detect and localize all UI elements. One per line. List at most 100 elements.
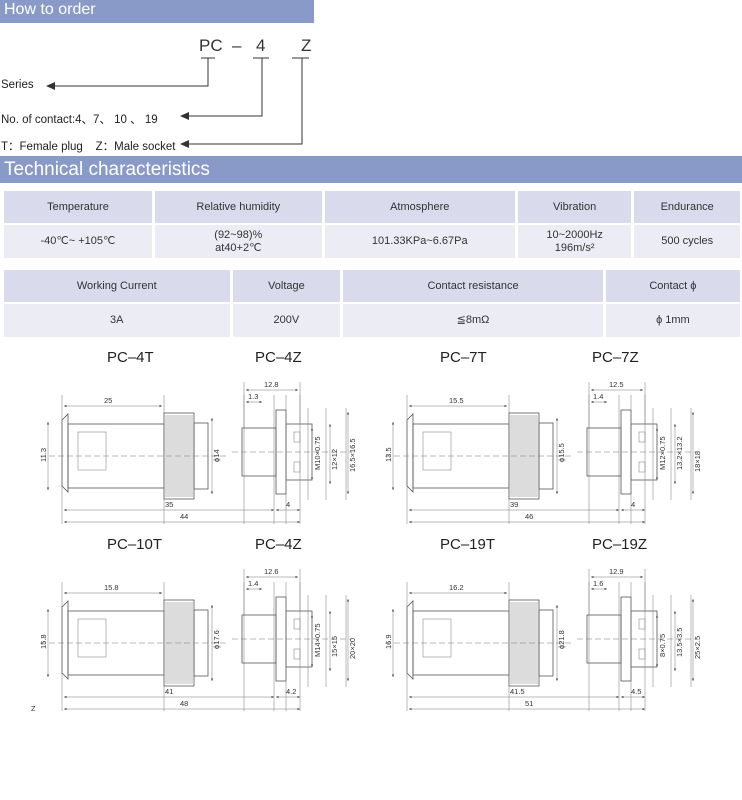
dim-height: 16.9: [384, 634, 393, 649]
temperature-value: -40℃~ +105℃: [4, 223, 155, 258]
endurance-value: 500 cycles: [632, 223, 740, 258]
dim-square-inner: 13.2×13.2: [675, 436, 684, 470]
female-plug-outline: [40, 412, 226, 500]
header-endurance: Endurance: [632, 191, 740, 224]
header-atmosphere: Atmosphere: [323, 191, 518, 224]
drawing-title-male: PC–4Z: [255, 536, 302, 553]
header-contact-resistance: Contact resistance: [341, 270, 606, 303]
drawing-title-male: PC–4Z: [255, 349, 302, 366]
contact-diameter-value: ϕ 1mm: [604, 302, 740, 337]
how-to-order-title: How to order: [4, 1, 96, 18]
table-header-row: Working Current Voltage Contact resistan…: [4, 270, 740, 303]
drawing-title-male: PC–7Z: [592, 349, 639, 366]
dim-flange: 1.4: [593, 392, 603, 401]
dim-socket-length: 12.9: [609, 567, 624, 576]
dim-square-outer: 20×20: [348, 638, 357, 659]
dim-flange: 1.3: [248, 392, 258, 401]
code-series: PC: [199, 36, 223, 55]
dim-overall: 48: [180, 699, 188, 708]
table-header-row: Temperature Relative humidity Atmosphere…: [4, 191, 740, 224]
header-working-current: Working Current: [4, 270, 233, 303]
technical-banner: Technical characteristics: [0, 156, 742, 183]
dim-total-plug: 39: [510, 500, 518, 509]
drawing-pc10: PC–10T PC–4Z 15.8 12.6 1.4 15.8 ϕ17.6 M14×0.75 1…: [39, 536, 357, 711]
voltage-value: 200V: [231, 302, 344, 337]
plug-socket-label: T：Female plug Z：Male socket: [1, 141, 176, 153]
table-row: 3A 200V ≦8mΩ ϕ 1mm: [4, 302, 740, 337]
dim-socket-gap: 4.5: [631, 687, 641, 696]
series-label: Series: [1, 79, 34, 91]
dim-square-inner: 15×15: [330, 636, 339, 657]
dim-overall: 44: [180, 512, 188, 521]
dim-socket-gap: 4: [631, 500, 635, 509]
dim-length-body: 25: [104, 396, 112, 405]
female-plug-outline: [385, 599, 571, 687]
female-plug-outline: [385, 412, 571, 500]
dim-square-inner: 13.5×3.5: [675, 628, 684, 657]
header-humidity: Relative humidity: [153, 191, 325, 224]
dim-square-inner: 12×12: [330, 449, 339, 470]
drawing-pc7: PC–7T PC–7Z 15.5 12.5 1.4 13.5 ϕ15.5 M12×0.75 13…: [384, 349, 702, 524]
dim-length-body: 15.8: [104, 583, 119, 592]
table-row: -40℃~ +105℃ (92~98)%at40+2℃ 101.33KPa~6.…: [4, 223, 740, 258]
atmosphere-value: 101.33KPa~6.67Pa: [323, 223, 518, 258]
dim-height: 11.3: [39, 448, 48, 462]
vibration-frequency: 10~2000Hz: [546, 228, 603, 241]
dim-total-plug: 41.5: [510, 687, 525, 696]
header-temperature: Temperature: [4, 191, 155, 224]
humidity-value: (92~98)%at40+2℃: [153, 223, 325, 258]
dim-diameter: ϕ21.8: [557, 630, 566, 649]
temperature-range: -40℃~ +105℃: [40, 235, 116, 247]
dim-socket-length: 12.8: [264, 380, 279, 389]
dim-diameter: ϕ17.6: [212, 630, 221, 649]
drawing-title-male: PC–19Z: [592, 536, 647, 553]
header-vibration: Vibration: [516, 191, 635, 224]
code-type: Z: [301, 36, 312, 55]
dim-thread: 8×0.75: [658, 634, 667, 657]
header-voltage: Voltage: [231, 270, 344, 303]
humidity-range: (92~98)%: [214, 228, 263, 241]
dim-thread: M14×0.75: [313, 623, 322, 657]
working-current-value: 3A: [4, 302, 233, 337]
drawing-title-female: PC–7T: [440, 349, 487, 366]
dim-total-plug: 41: [165, 687, 173, 696]
dim-length-body: 15.5: [449, 396, 464, 405]
header-contact-diameter: Contact ϕ: [604, 270, 740, 303]
atmosphere-range: 101.33KPa~6.67Pa: [371, 235, 468, 247]
dim-diameter: ϕ15.5: [557, 443, 566, 462]
dim-socket-gap: 4.2: [286, 687, 296, 696]
dim-flange: 1.4: [248, 579, 258, 588]
environment-table: Temperature Relative humidity Atmosphere…: [4, 191, 740, 258]
vibration-acceleration: 196m/s²: [554, 241, 595, 254]
order-leader-lines: [46, 57, 309, 148]
code-contacts: 4: [256, 36, 266, 55]
code-dash: –: [232, 36, 242, 55]
dim-height: 15.8: [39, 634, 48, 649]
humidity-condition: at40+2℃: [215, 241, 262, 254]
contacts-label: No. of contact:4、7、 10 、 19: [1, 114, 158, 126]
female-plug-outline: [40, 599, 226, 687]
endurance-cycles: 500 cycles: [661, 235, 714, 247]
contact-resistance-value: ≦8mΩ: [341, 302, 606, 337]
dim-flange: 1.6: [593, 579, 603, 588]
dim-overall: 51: [525, 699, 533, 708]
dim-height: 13.5: [384, 447, 393, 462]
dim-thread: M10×0.75: [313, 436, 322, 470]
electrical-table: Working Current Voltage Contact resistan…: [4, 270, 740, 337]
dim-socket-length: 12.5: [609, 380, 624, 389]
dim-socket-gap: 4: [286, 500, 290, 509]
technical-title: Technical characteristics: [4, 159, 210, 180]
drawing-title-female: PC–10T: [107, 536, 162, 553]
dim-total-plug: 35: [165, 500, 173, 509]
dim-square-outer: 25×2.5: [693, 636, 702, 659]
drawing-title-female: PC–4T: [107, 349, 154, 366]
dim-thread: M12×0.75: [658, 436, 667, 470]
drawing-title-female: PC–19T: [440, 536, 495, 553]
dim-square-outer: 18×18: [693, 451, 702, 472]
dim-socket-length: 12.6: [264, 567, 279, 576]
stray-mark: Z: [31, 704, 36, 713]
